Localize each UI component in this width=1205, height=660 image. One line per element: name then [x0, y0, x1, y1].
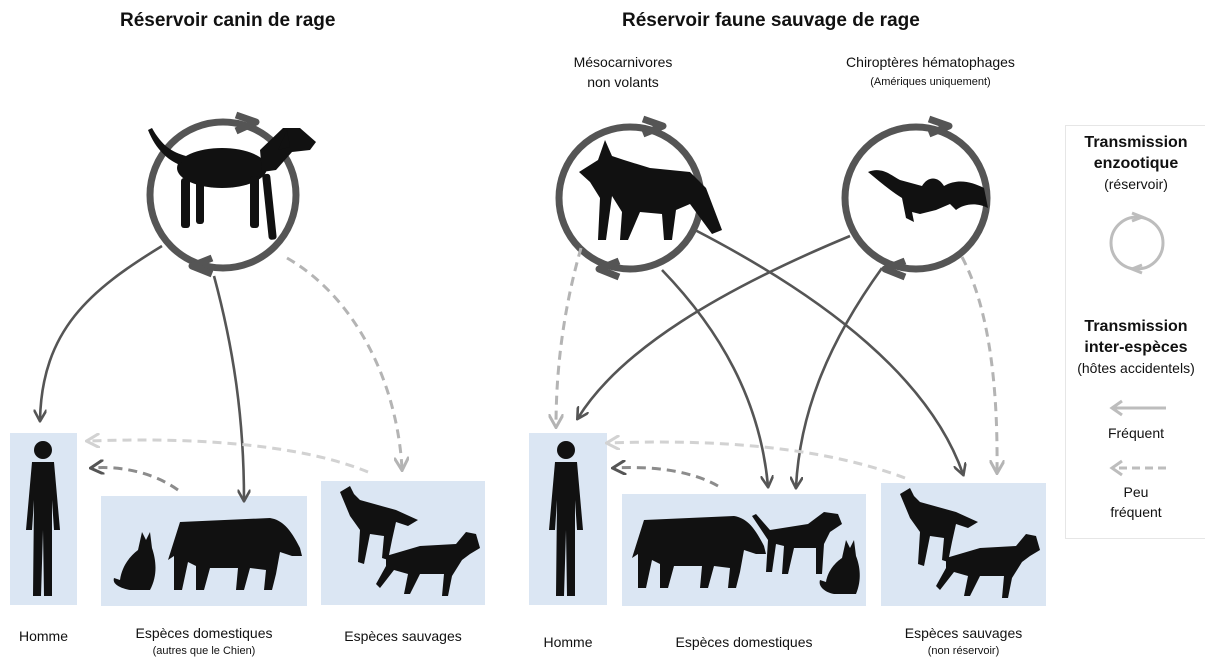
cow-icon-right [632, 516, 766, 588]
legend-rare-1: Peu [1066, 482, 1205, 502]
bat-icon [868, 170, 988, 222]
legend-rare-2: fréquent [1066, 502, 1205, 522]
arrow-meso-to-human [556, 248, 581, 426]
legend-inter-title-2: inter-espèces [1066, 337, 1205, 358]
arrow-bat-to-domestic [796, 268, 882, 487]
legend-inter-sub: (hôtes accidentels) [1066, 358, 1205, 378]
cat-icon-left [114, 532, 156, 590]
right-human-label: Homme [529, 634, 607, 650]
arrow-domestic-to-human-left [92, 468, 178, 490]
human-icon-right [549, 441, 583, 596]
legend-enzootic-title-1: Transmission [1066, 132, 1205, 153]
legend-enzootic-sub: (réservoir) [1066, 174, 1205, 194]
cat-icon-right [820, 540, 860, 594]
dog-icon-right [752, 512, 842, 574]
right-domestic-label: Espèces domestiques [622, 634, 866, 650]
legend-cycle-icon [1102, 206, 1172, 276]
cow-icon-left [168, 518, 302, 590]
right-wild-label-sub: (non réservoir) [881, 642, 1046, 660]
legend-solid-arrow-icon [1108, 398, 1168, 418]
left-human-label: Homme [10, 628, 77, 644]
legend-dashed-arrow-icon [1108, 458, 1168, 478]
fox-icon [579, 140, 722, 240]
legend: Transmission enzootique (réservoir) Tran… [1065, 125, 1205, 539]
right-wild-label: Espèces sauvages (non réservoir) [881, 624, 1046, 660]
arrow-dog-to-wild [287, 258, 402, 469]
left-wild-label: Espèces sauvages [321, 628, 485, 644]
left-domestic-label-main: Espèces domestiques [136, 625, 273, 641]
legend-inter-title-1: Transmission [1066, 316, 1205, 337]
legend-frequent: Fréquent [1066, 423, 1205, 443]
arrow-dog-to-domestic [214, 276, 244, 500]
left-domestic-label: Espèces domestiques (autres que le Chien… [101, 624, 307, 660]
right-wild-label-main: Espèces sauvages [905, 625, 1023, 641]
arrow-wild-to-human-right [608, 442, 905, 478]
arrow-bat-to-wild [962, 257, 997, 472]
left-domestic-label-sub: (autres que le Chien) [101, 642, 307, 660]
arrow-domestic-to-human-right [614, 468, 718, 486]
arrow-wild-to-human-left [88, 440, 368, 472]
arrow-dog-to-human [40, 246, 162, 420]
legend-enzootic-title-2: enzootique [1066, 153, 1205, 174]
human-icon-left [26, 441, 60, 596]
